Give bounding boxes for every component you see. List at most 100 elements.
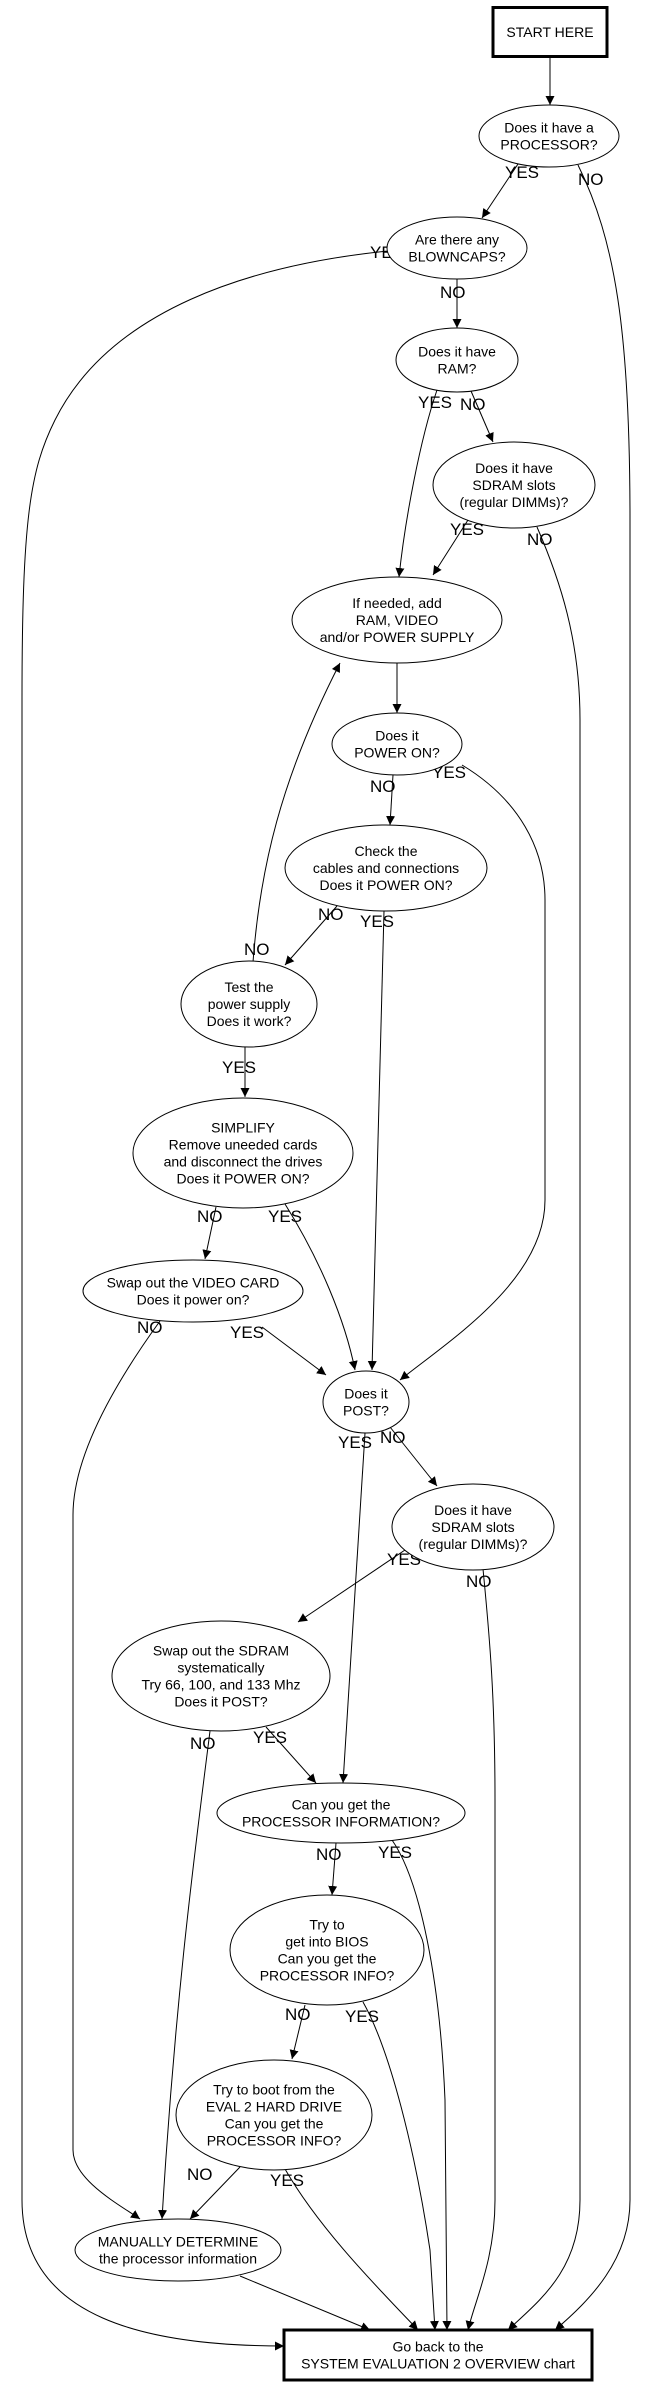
- edge-simplify-to-post: [284, 1203, 358, 1371]
- node-box: [282, 2328, 594, 2382]
- edge-ram-to-addparts: [395, 389, 438, 578]
- edge-label-no: NO: [244, 940, 270, 959]
- node-text-line: If needed, add: [352, 595, 442, 611]
- node-text-line: SDRAM slots: [431, 1519, 514, 1535]
- edge-label-yes: YES: [253, 1728, 287, 1747]
- edge-label-no: NO: [578, 170, 604, 189]
- edge-label-no: NO: [137, 1318, 163, 1337]
- node-text-line: (regular DIMMs)?: [460, 494, 569, 510]
- node-text-line: START HERE: [506, 24, 593, 40]
- node-text-line: Try 66, 100, and 133 Mhz: [141, 1677, 300, 1693]
- node-text-line: Does it have a: [504, 120, 594, 136]
- node-text-line: get into BIOS: [285, 1934, 368, 1950]
- node-text-line: Does it have: [475, 460, 553, 476]
- node-text-line: SYSTEM EVALUATION 2 OVERVIEW chart: [301, 2356, 575, 2372]
- edge-label-yes: YES: [345, 2007, 379, 2026]
- node-ellipse: [216, 1782, 466, 1844]
- node-text-line: POWER ON?: [354, 745, 440, 761]
- edge-label-no: NO: [527, 530, 553, 549]
- edge-label-yes: YES: [418, 393, 452, 412]
- node-ellipse: [180, 960, 318, 1048]
- edge-manual-to-end: [239, 2275, 371, 2331]
- edge-processor-to-blowncaps: [481, 163, 519, 219]
- node-text-line: EVAL 2 HARD DRIVE: [206, 2099, 342, 2115]
- node-text-line: Can you get the: [278, 1951, 377, 1967]
- edge-label-yes: YES: [268, 1207, 302, 1226]
- node-text-line: Does it power on?: [137, 1292, 250, 1308]
- node-text-line: the processor information: [99, 2251, 257, 2267]
- edge-label-no: NO: [318, 905, 344, 924]
- node-text-line: Does it: [375, 728, 419, 744]
- node-ellipse: [291, 576, 503, 664]
- edges-layer: [21, 57, 631, 2351]
- edge-sdram2-to-end: [465, 1568, 496, 2331]
- node-text-line: PROCESSOR INFORMATION?: [242, 1814, 440, 1830]
- edge-sdram1-to-end: [507, 526, 581, 2331]
- edge-processor-to-end: [554, 164, 631, 2331]
- edge-label-yes: YES: [378, 1843, 412, 1862]
- edge-poweron-to-post: [399, 764, 546, 1381]
- node-text-line: Swap out the SDRAM: [153, 1643, 289, 1659]
- edge-post-to-procinfo: [339, 1432, 366, 1784]
- node-ellipse: [132, 1097, 354, 1209]
- node-text-line: and/or POWER SUPPLY: [320, 629, 475, 645]
- node-text-line: RAM?: [438, 361, 477, 377]
- node-text-line: MANUALLY DETERMINE: [98, 2234, 259, 2250]
- node-text-line: POST?: [343, 1403, 389, 1419]
- node-ellipse: [391, 1483, 555, 1571]
- node-text-line: PROCESSOR INFO?: [260, 1968, 395, 1984]
- node-ellipse: [74, 2218, 282, 2282]
- edge-eval2-to-end: [284, 2168, 419, 2331]
- node-ellipse: [386, 216, 528, 280]
- node-ellipse: [478, 104, 620, 168]
- edge-label-no: NO: [466, 1572, 492, 1591]
- node-box: [491, 6, 609, 58]
- edge-procinfo-to-end: [391, 1839, 452, 2331]
- edge-label-no: NO: [197, 1207, 223, 1226]
- node-text-line: Does it POST?: [174, 1694, 268, 1710]
- edge-label-no: NO: [187, 2165, 213, 2184]
- edge-ram-to-sdram1: [470, 390, 494, 443]
- edge-sdram1-to-addparts: [432, 519, 469, 576]
- node-text-line: Remove uneeded cards: [169, 1137, 318, 1153]
- edge-poweron-to-cables: [386, 774, 396, 826]
- node-text-line: Does it work?: [207, 1013, 292, 1029]
- edge-label-yes: YES: [338, 1433, 372, 1452]
- node-text-line: systematically: [177, 1660, 264, 1676]
- edge-label-yes: YES: [360, 912, 394, 931]
- edge-procinfo-to-bios: [328, 1842, 338, 1896]
- edge-cables-to-psu: [284, 905, 338, 966]
- node-text-line: Are there any: [415, 232, 499, 248]
- node-text-line: Does it have: [418, 344, 496, 360]
- node-text-line: Does it POWER ON?: [319, 877, 452, 893]
- edge-label-no: NO: [440, 283, 466, 302]
- node-ellipse: [322, 1370, 410, 1434]
- edge-cables-to-post: [367, 910, 385, 1371]
- edge-label-yes: YES: [432, 763, 466, 782]
- node-text-line: Swap out the VIDEO CARD: [107, 1275, 280, 1291]
- node-ellipse: [229, 1894, 425, 2006]
- edge-swapsdram-to-procinfo: [265, 1726, 317, 1784]
- node-text-line: Check the: [354, 843, 417, 859]
- edge-label-no: NO: [316, 1845, 342, 1864]
- edge-post-to-sdram2: [389, 1426, 438, 1487]
- edge-label-yes: YES: [270, 2171, 304, 2190]
- edge-bios-to-eval2: [289, 2004, 306, 2060]
- node-text-line: SIMPLIFY: [211, 1120, 275, 1136]
- node-text-line: PROCESSOR INFO?: [207, 2133, 342, 2149]
- edge-eval2-to-manual: [189, 2166, 241, 2220]
- edge-label-yes: YES: [222, 1058, 256, 1077]
